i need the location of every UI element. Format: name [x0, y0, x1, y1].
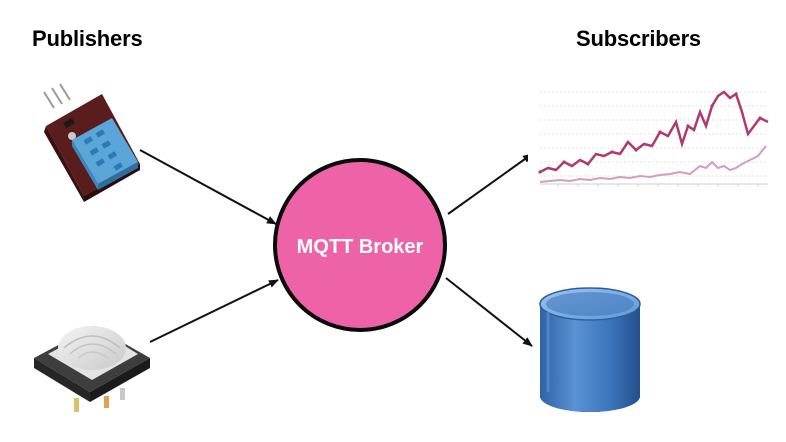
- database-cylinder-icon: [539, 287, 641, 412]
- edge-dht-to-broker: [139, 149, 277, 225]
- line-chart-icon: [528, 86, 770, 200]
- publishers-heading: Publishers: [32, 26, 143, 51]
- edge-broker-to-chart: [447, 153, 533, 215]
- subscribers-heading: Subscribers: [576, 26, 701, 51]
- broker-circle: [273, 158, 447, 332]
- mqtt-broker-node: MQTT Broker: [273, 158, 447, 332]
- edge-broker-to-database: [445, 277, 533, 347]
- broker-label: MQTT Broker: [297, 236, 424, 258]
- temperature-humidity-sensor-icon: [43, 83, 140, 202]
- edge-pir-to-broker: [149, 279, 279, 343]
- motion-sensor-icon: [34, 326, 150, 412]
